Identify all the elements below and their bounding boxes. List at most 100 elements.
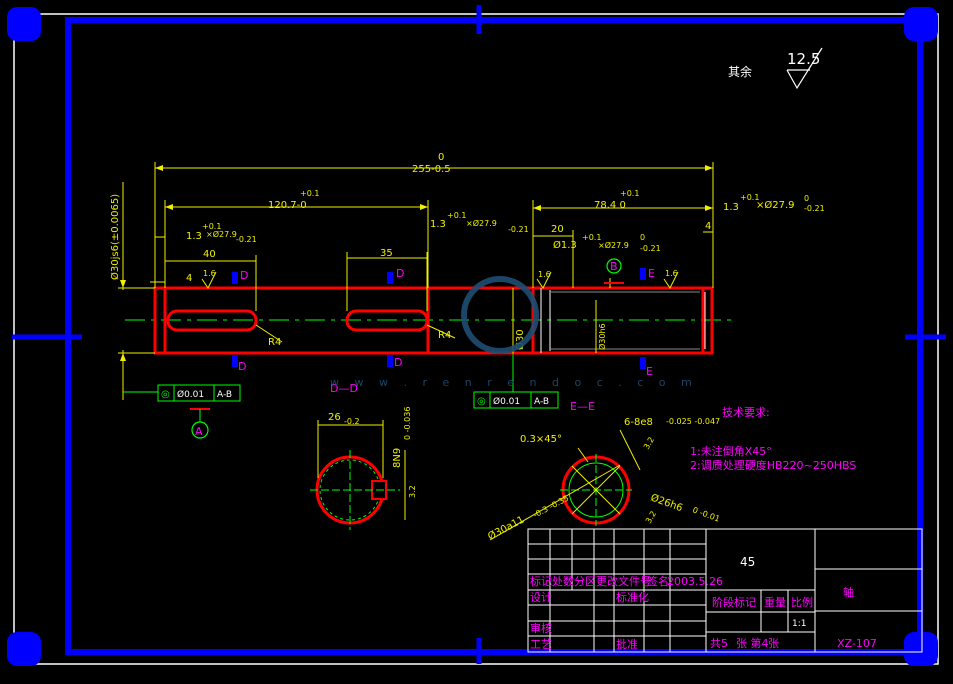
ee-rough1: 3.2 bbox=[642, 435, 656, 451]
section-d-4: D bbox=[394, 356, 402, 369]
ee-inner: Ø26h6 bbox=[649, 492, 684, 515]
dd-rough: 3.2 bbox=[408, 485, 417, 498]
roughness-note: 其余 12.5 bbox=[728, 47, 823, 90]
dim-total-top: 0 bbox=[438, 152, 444, 163]
dim-dia-right: Ø30h6 bbox=[597, 323, 607, 350]
scale: 1:1 bbox=[792, 619, 806, 629]
datum-a: A bbox=[195, 425, 203, 438]
rough-16-a: 1.6 bbox=[203, 269, 216, 278]
ee-spline: 6-8e8 bbox=[624, 417, 653, 428]
dim-dia-left: Ø30js6(±0.0065) bbox=[109, 194, 121, 280]
tech-requirements: 技术要求: 1:未注倒角X45° 2:调质处理硬度HB220~250HBS bbox=[690, 406, 856, 472]
ee-chamfer: 0.3×45° bbox=[520, 434, 562, 445]
dim-left-tol: +0.1 bbox=[300, 189, 319, 198]
groove4-a: Ø1.3 bbox=[553, 239, 577, 251]
audit-label: 审核 bbox=[530, 621, 552, 635]
groove3-d: -0.21 bbox=[804, 204, 825, 213]
groove4-tol: +0.1 bbox=[582, 233, 601, 242]
dimension-texts: 0 255-0.5 +0.1 120.7-0 +0.1 78.4 0 1.3 +… bbox=[109, 152, 825, 350]
centering-marks bbox=[12, 5, 946, 664]
sheet-label: 张 第4 bbox=[736, 636, 769, 650]
roughness-symbol bbox=[786, 47, 823, 90]
tolerance-frame-2: ◎ Ø0.01 A-B bbox=[473, 353, 559, 409]
groove4-c: 0 bbox=[640, 233, 645, 242]
dim-35: 35 bbox=[380, 248, 393, 259]
section-d-3: D bbox=[396, 267, 404, 280]
groove2-c: -0.21 bbox=[508, 225, 529, 234]
ee-inner-tol: 0 -0.01 bbox=[691, 505, 721, 523]
tol1-val: Ø0.01 bbox=[177, 389, 204, 400]
tol1-ref: A-B bbox=[217, 390, 232, 400]
groove3-c: 0 bbox=[804, 194, 809, 203]
part-name: 轴 bbox=[843, 585, 854, 599]
section-dd-label: D—D bbox=[330, 382, 358, 395]
rough-16-b: 1.6 bbox=[538, 270, 551, 279]
watermark-text: w w w . r e n r e n d o c . c o m bbox=[330, 376, 698, 389]
dim-r4-right: R4 bbox=[438, 330, 451, 341]
standard-label: 标准化 bbox=[616, 590, 649, 604]
groove3-a: 1.3 bbox=[723, 202, 739, 213]
row-mark-3: 更改文件号 bbox=[596, 574, 651, 588]
row-mark-0: 标记 bbox=[530, 574, 552, 588]
dd-keyway-tol: 0 -0.036 bbox=[403, 407, 412, 440]
tol2-val: Ø0.01 bbox=[493, 396, 520, 407]
row-mark-2: 分区 bbox=[574, 575, 596, 588]
section-dd: 26 -0.2 8N9 0 -0.036 3.2 bbox=[310, 407, 417, 530]
design-label: 设计 bbox=[530, 591, 552, 604]
dim-right: 78.4 0 bbox=[594, 200, 626, 211]
title-block-texts: 45 轴 XZ-107 比例 1:1 重量 阶段标记 标记 处数 分区 更改文件… bbox=[530, 555, 877, 651]
ee-outer: Ø30a11 bbox=[486, 514, 526, 543]
ee-rough2: 3.2 bbox=[644, 509, 658, 525]
groove2-tol: +0.1 bbox=[447, 211, 466, 220]
tech-title: 技术要求: bbox=[722, 406, 770, 419]
groove1-c: -0.21 bbox=[236, 235, 257, 244]
groove1-b: ×Ø27.9 bbox=[206, 229, 237, 239]
dim-left: 120.7-0 bbox=[268, 200, 307, 211]
weight-label: 重量 bbox=[764, 595, 786, 609]
dimension-lines bbox=[118, 162, 714, 400]
tol1-sym: ◎ bbox=[161, 389, 170, 400]
roughness-label: 其余 bbox=[728, 64, 752, 79]
groove1-a: 1.3 bbox=[186, 231, 202, 242]
groove1-tol: +0.1 bbox=[202, 222, 221, 231]
tech-line1: 1:未注倒角X45° bbox=[690, 444, 772, 458]
shaft-details bbox=[540, 288, 706, 353]
process-label: 工艺 bbox=[530, 638, 552, 651]
tol2-ref: A-B bbox=[534, 397, 549, 407]
row-mark-4: 签名 bbox=[647, 574, 669, 588]
datum-b: B bbox=[610, 260, 618, 273]
approve-label: 批准 bbox=[616, 637, 638, 651]
ee-outer-tol: -0.3 -0.35 bbox=[532, 494, 571, 520]
row-mark-5: 2003.5.26 bbox=[667, 575, 723, 588]
dim-4-left: 4 bbox=[186, 273, 192, 284]
groove3-b: ×Ø27.9 bbox=[756, 199, 795, 211]
sheet-suffix: 张 bbox=[768, 637, 779, 650]
drawing-no: XZ-107 bbox=[837, 637, 877, 650]
dd-width: 26 bbox=[328, 412, 341, 423]
keyway-right bbox=[345, 309, 429, 332]
tolerance-frame-1: ◎ Ø0.01 A-B bbox=[123, 384, 241, 402]
section-e-2: E bbox=[646, 365, 653, 378]
keyway-left bbox=[166, 309, 258, 332]
roughness-marks bbox=[201, 271, 679, 289]
dd-width-tol: -0.2 bbox=[344, 417, 360, 426]
material: 45 bbox=[740, 555, 755, 569]
title-block bbox=[527, 528, 923, 653]
section-e-1: E bbox=[648, 267, 655, 280]
dim-20: 20 bbox=[551, 224, 564, 235]
groove2-a: 1.3 bbox=[430, 219, 446, 230]
row-mark-1: 处数 bbox=[552, 575, 574, 588]
section-ee: 0.3×45° 6-8e8 -0.025 -0.047 3.2 3.2 Ø30a… bbox=[486, 417, 721, 543]
tol2-sym: ◎ bbox=[477, 396, 486, 407]
dim-r4-left: R4 bbox=[268, 337, 281, 348]
groove4-b: ×Ø27.9 bbox=[598, 240, 629, 250]
section-ee-label: E—E bbox=[570, 400, 595, 413]
sheets-total: 共5 bbox=[710, 637, 728, 650]
ee-spline-tol: -0.025 -0.047 bbox=[666, 417, 720, 426]
stage-label: 阶段标记 bbox=[712, 595, 756, 609]
dim-total: 255-0.5 bbox=[412, 164, 451, 175]
dimension-arrows bbox=[120, 165, 713, 361]
tech-line2: 2:调质处理硬度HB220~250HBS bbox=[690, 458, 856, 472]
scale-label: 比例 bbox=[791, 595, 813, 609]
